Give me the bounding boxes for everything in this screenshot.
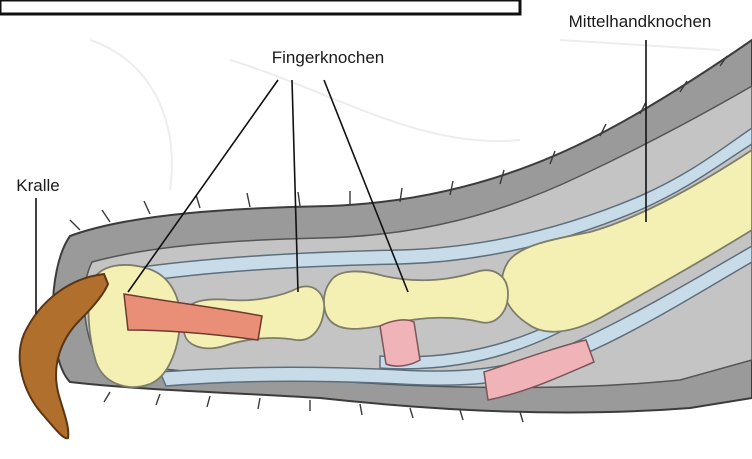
label-fingerknochen: Fingerknochen bbox=[272, 48, 384, 67]
joint-cartilage bbox=[380, 320, 420, 366]
label-kralle: Kralle bbox=[16, 176, 59, 195]
label-mittelhandknochen: Mittelhandknochen bbox=[569, 12, 712, 31]
top-caption-box bbox=[0, 0, 520, 14]
